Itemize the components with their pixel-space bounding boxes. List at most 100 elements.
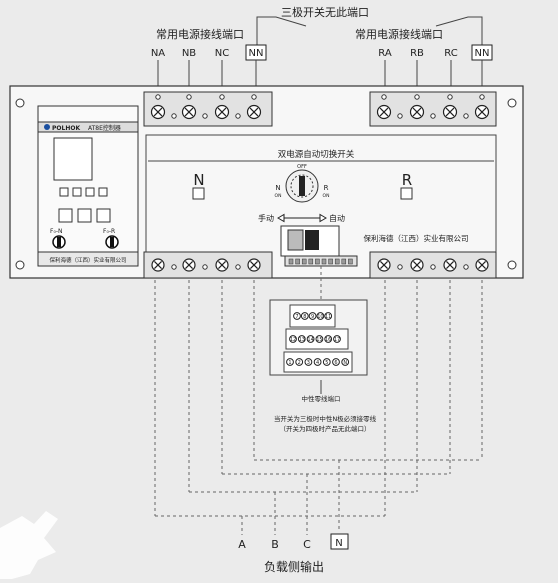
label-nn-right: NN [475,48,490,59]
strip-pin [321,258,327,265]
strip-pin [348,258,353,265]
connector-pin-label: 10 [317,314,323,320]
mount-hole-br [507,260,517,270]
switch-panel: 双电源自动切换开关 N R OFF N ON R ON 手动 自动 保利海德（江… [145,134,497,257]
connector-pin: 3 [304,358,313,366]
top-left-screw-0 [150,104,166,120]
connector-pin-label: 13 [299,337,305,343]
label-rc: RC [444,48,457,59]
connector-pin-label: 5 [325,360,328,366]
bottom-left-terminal-block [143,251,273,279]
connector-pin-label: 6 [334,360,337,366]
label-nb: NB [182,48,196,59]
bottom-right-screw-3 [475,258,489,272]
controller-button-3[interactable] [96,208,111,223]
controller-key-1[interactable] [59,187,69,197]
connector-pin: N [341,358,350,366]
connector-pin: 8 [300,312,309,320]
label-nc: NC [215,48,229,59]
connector-pin-label: 4 [316,360,319,366]
fuse-switch-n-lever [57,237,61,247]
connector-pin: 11 [324,312,333,320]
connector-pin-label: 11 [325,314,331,320]
top-left-screw-2 [214,104,230,120]
controller-switch-left-label: F₀-N [50,228,63,235]
brand-logo-icon [44,124,50,130]
output-b: B [271,538,279,551]
load-wiring [154,266,483,535]
bottom-right-screw-0 [377,258,391,272]
top-left-terminal-block [143,91,273,127]
switch-panel-frame [145,134,497,252]
top-left-aux-0 [171,113,177,119]
bottom-left-aux-1 [202,264,208,270]
top-right-feed-2 [447,94,453,100]
top-right-feed-0 [381,94,387,100]
top-right-screw-1 [409,104,425,120]
top-left-feed-2 [219,94,225,100]
top-right-terminal-block [369,91,497,127]
controller-title: AT8E控制器 [88,124,121,132]
connector-pin: 10 [316,312,325,320]
strip-pin [308,258,314,265]
bottom-left-screw-1 [182,258,196,272]
output-a: A [238,538,246,551]
mount-hole-tr [507,98,517,108]
connector-pin: 14 [306,335,315,343]
connector-pin-label: 15 [316,337,322,343]
label-nn-left: NN [249,48,264,59]
indicator-r [400,187,413,200]
bottom-left-screw-2 [215,258,229,272]
fuse-switch-r-lever [110,237,114,247]
connector-pin: 4 [313,358,322,366]
controller-display [53,137,93,181]
bottom-left-screw-3 [247,258,261,272]
top-left-aux-2 [235,113,241,119]
output-n-box [330,533,349,550]
output-n: N [335,538,342,549]
label-na: NA [151,48,165,59]
mode-switch-slider[interactable] [305,230,319,250]
controller-button-1[interactable] [58,208,73,223]
top-left-screw-1 [181,104,197,120]
connector-pin: 5 [322,358,331,366]
side-label-r: R [402,171,412,189]
top-right-aux-1 [430,113,436,119]
knob-n-on: ON [275,193,282,199]
controller-key-2[interactable] [72,187,82,197]
strip-pin [334,258,340,265]
bottom-left-aux-0 [171,264,177,270]
connector-pin: 2 [295,358,304,366]
strip-pin [328,258,333,265]
output-c: C [303,538,311,551]
side-label-n: N [193,171,204,189]
strip-pin [341,258,347,265]
controller-button-2[interactable] [77,208,92,223]
controller-key-3[interactable] [85,187,95,197]
connector-pin-label: 1 [288,360,291,366]
strip-pin [301,258,307,265]
controller-key-4[interactable] [98,187,108,197]
bottom-right-screw-2 [443,258,457,272]
knob-n-label: N [275,184,280,192]
strip-pin [288,258,294,265]
mount-hole-tl [15,98,25,108]
top-right-screw-3 [474,104,490,120]
strip-pin [315,258,320,265]
top-bracket-left [256,16,307,45]
controller-module: POLHOK AT8E控制器 F₀-N F₀-R 保利海德（江西）实业有限公司 [37,105,139,267]
knob-r-label: R [324,184,329,192]
top-left-feed-1 [186,94,192,100]
top-left-screw-3 [246,104,262,120]
connector-pin-label: N [343,360,347,366]
bottom-right-terminal-block [369,251,497,279]
bottom-right-aux-0 [397,264,403,270]
connector-strip [284,255,358,267]
right-group-title: 常用电源接线端口 [355,27,443,41]
bottom-title: 负载侧输出 [264,559,324,574]
top-right-feed-1 [414,94,420,100]
